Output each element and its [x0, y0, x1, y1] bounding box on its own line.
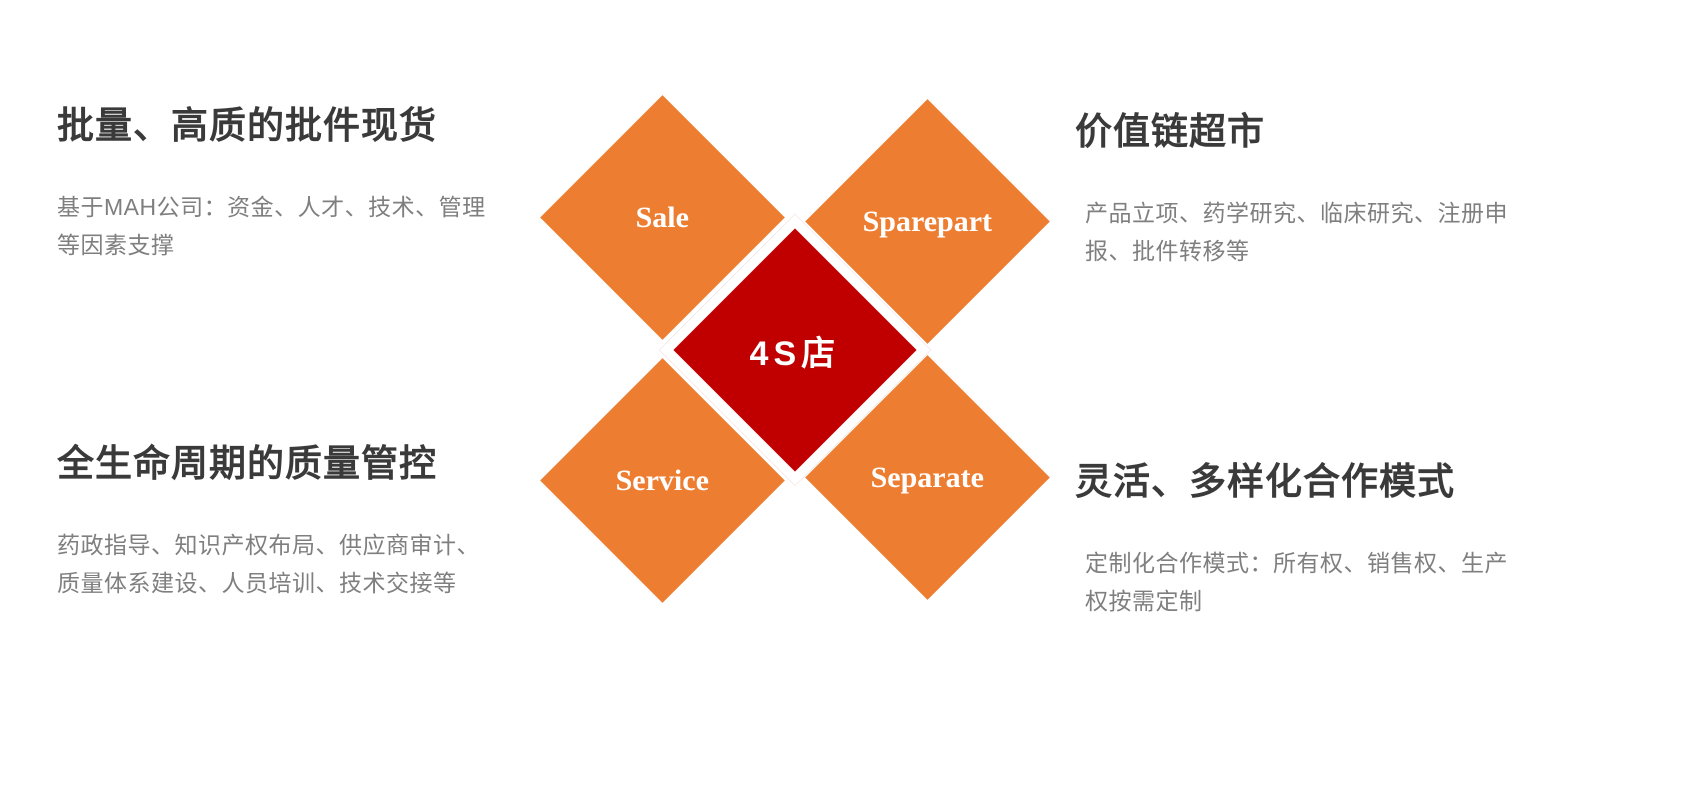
callout-top-left-title: 批量、高质的批件现货 — [57, 105, 437, 146]
callout-bottom-left-body: 药政指导、知识产权布局、供应商审计、质量体系建设、人员培训、技术交接等 — [57, 532, 480, 596]
callout-top-left-body: 基于MAH公司：资金、人才、技术、管理等因素支撑 — [57, 194, 486, 258]
callout-top-right: 价值链超市 产品立项、药学研究、临床研究、注册申报、批件转移等 — [1075, 110, 1535, 270]
callout-bottom-right-body: 定制化合作模式：所有权、销售权、生产权按需定制 — [1085, 550, 1508, 614]
diamond-center-label: 4S店 — [749, 334, 841, 373]
callout-top-left: 批量、高质的批件现货 基于MAH公司：资金、人才、技术、管理等因素支撑 — [57, 104, 517, 264]
callout-bottom-left: 全生命周期的质量管控 药政指导、知识产权布局、供应商审计、质量体系建设、人员培训… — [57, 442, 517, 602]
diamond-separate-label: Separate — [870, 460, 985, 494]
callout-bottom-right-title: 灵活、多样化合作模式 — [1075, 461, 1455, 502]
callout-bottom-right: 灵活、多样化合作模式 定制化合作模式：所有权、销售权、生产权按需定制 — [1075, 460, 1535, 620]
callout-top-right-body: 产品立项、药学研究、临床研究、注册申报、批件转移等 — [1085, 200, 1508, 264]
callout-top-right-title: 价值链超市 — [1075, 111, 1265, 152]
callout-bottom-left-title: 全生命周期的质量管控 — [57, 443, 437, 484]
diamond-sale-label: Sale — [635, 200, 690, 234]
diamond-sparepart-label: Sparepart — [862, 204, 993, 238]
diamond-service-label: Service — [615, 463, 710, 497]
